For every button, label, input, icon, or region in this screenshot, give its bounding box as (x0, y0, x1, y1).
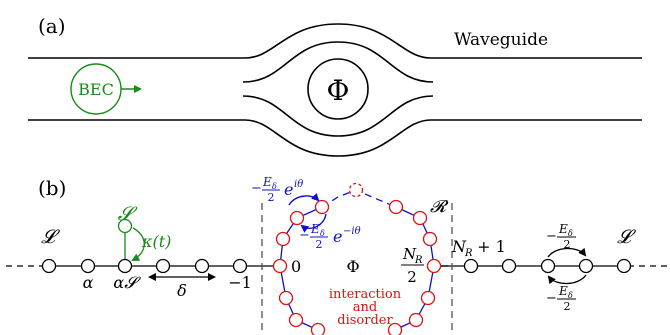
half-ring-label: N R 2 (401, 245, 424, 286)
waveguide-label: Waveguide (454, 30, 548, 50)
ring-site-1 (275, 231, 291, 247)
panel-a: (a) Waveguide Φ BEC (28, 14, 642, 157)
waveguide-top-wall (28, 23, 642, 59)
nr-plus-one-rest: + 1 (472, 237, 506, 256)
coupling-label: κ(t) (141, 232, 171, 251)
ring-site-2 (289, 210, 305, 226)
ring-site-r4 (408, 312, 424, 328)
hop-upper-num: E (262, 175, 272, 189)
site-5 (194, 258, 210, 274)
ring-site-r3 (420, 290, 436, 306)
hop-right-top-num: E (558, 222, 568, 236)
ring-site-dashed (348, 182, 364, 198)
panel-a-label: (a) (38, 14, 66, 38)
site-r2 (501, 258, 517, 274)
ring-site-r5 (387, 322, 403, 335)
nr-half-num: N (402, 245, 417, 263)
site-left-edge (41, 258, 57, 274)
hop-right-top-sub: δ (568, 229, 573, 238)
alpha-s-label: α𝓢 (113, 273, 141, 292)
nr-plus-one-sub: R (464, 248, 473, 259)
hop-lower-prefix: − (299, 228, 310, 243)
hop-lower-exp: −iθ (343, 226, 361, 237)
hop-right-top-label: − E δ 2 (546, 222, 576, 251)
site-alpha-s (117, 258, 133, 274)
hop-upper-label: − E δ 2 e iθ (251, 175, 303, 204)
site-4 (155, 258, 171, 274)
hop-upper-exp: iθ (294, 179, 303, 190)
hop-right-bottom-den: 2 (564, 300, 571, 313)
hop-right-bottom-prefix: − (546, 291, 557, 306)
waveguide-bottom-wall (28, 119, 642, 157)
panel-b: (b) 𝓛 α α𝓢 δ −1 𝓢 κ(t) 𝓡 (6, 175, 668, 335)
nr-plus-one-label: N R + 1 (451, 237, 506, 259)
ring-flux-circle (307, 58, 369, 120)
ring-site-3 (314, 199, 330, 215)
ring-flux-label: Φ (327, 74, 350, 107)
ring-inner-bottom (242, 95, 434, 137)
nr-half-sub: R (414, 255, 423, 266)
hop-right-top-den: 2 (564, 238, 571, 251)
hop-upper-sub: δ (272, 182, 277, 191)
site-right-edge (616, 258, 632, 274)
hop-lower-arrow (300, 213, 327, 233)
source-site (117, 218, 133, 234)
hop-upper-den: 2 (268, 191, 275, 204)
hop-right-top-prefix: − (546, 229, 557, 244)
hop-upper-prefix: − (251, 181, 262, 196)
hop-right-bottom-sub: δ (568, 291, 573, 300)
interaction-line-1: interaction (329, 287, 402, 302)
ring-site-half (426, 258, 442, 274)
ring-site-l5 (310, 322, 326, 335)
site-r3 (540, 258, 556, 274)
hop-lower-e: e (333, 227, 342, 246)
hop-lower-sub: δ (320, 229, 325, 238)
interaction-line-2: and (353, 300, 377, 315)
ring-site-r2 (422, 231, 438, 247)
ring-site-l4 (288, 312, 304, 328)
ring-site-r1 (412, 210, 428, 226)
site-alpha (80, 258, 96, 274)
hop-lower-den: 2 (316, 238, 323, 251)
ring-flux-label-b: Φ (346, 257, 359, 276)
right-reservoir-label: 𝓛 (617, 226, 636, 248)
ring-site-0 (272, 258, 288, 274)
alpha-label: α (83, 273, 94, 292)
left-reservoir-label: 𝓛 (41, 226, 60, 248)
site-nr-plus-one (463, 258, 479, 274)
zero-label: 0 (291, 257, 301, 276)
hop-upper-e: e (284, 180, 293, 199)
hop-right-bottom-label: − E δ 2 (546, 284, 576, 313)
site-r4 (578, 258, 594, 274)
delta-label: δ (177, 281, 187, 300)
ring-site-l3 (278, 290, 294, 306)
minus-one-label: −1 (228, 273, 252, 292)
hop-lower-label: − E δ 2 e −iθ (299, 222, 361, 251)
hop-right-bottom-arrow (547, 274, 587, 285)
ring-region-label: 𝓡 (430, 197, 449, 217)
coupling-arrow (131, 227, 145, 261)
ring-site-top-right (388, 199, 404, 215)
bec-label: BEC (78, 80, 114, 99)
hop-right-bottom-num: E (558, 284, 568, 298)
hop-upper-arrow (288, 192, 320, 206)
hop-right-top-arrow (547, 247, 587, 258)
ring-inner-top (242, 41, 434, 83)
site-minus-one (232, 258, 248, 274)
nr-half-den: 2 (407, 268, 417, 286)
panel-b-label: (b) (38, 176, 66, 200)
interaction-line-3: disorder (337, 313, 393, 328)
hop-lower-num: E (310, 222, 320, 236)
nr-plus-one-n: N (451, 237, 467, 256)
